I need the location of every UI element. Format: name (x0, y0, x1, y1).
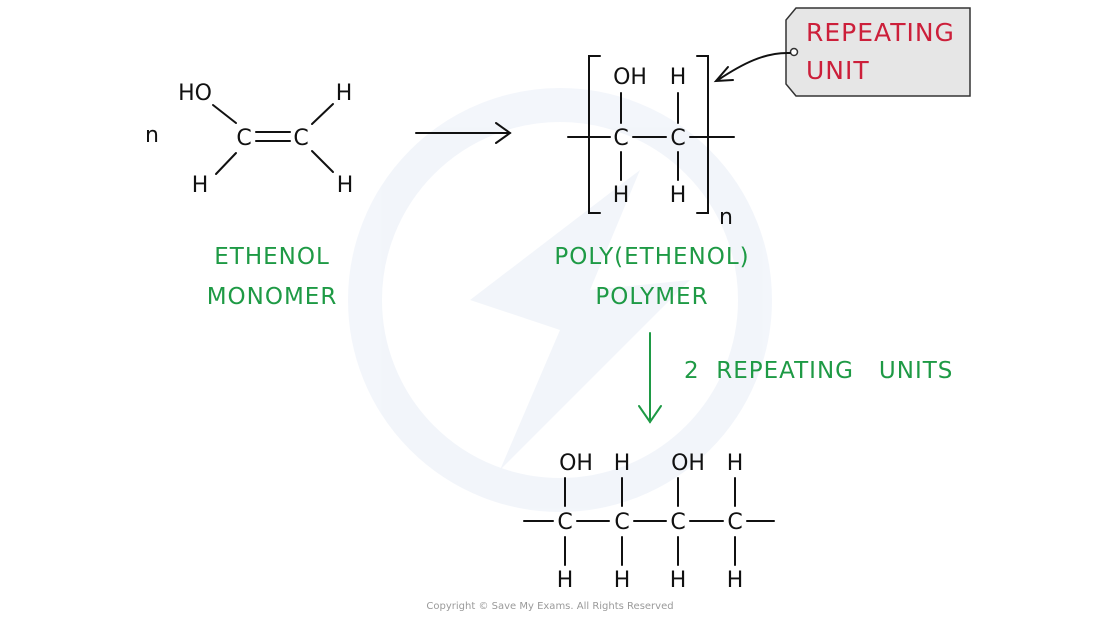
repeating-unit-callout: REPEATING UNIT (713, 7, 971, 97)
monomer-h-bottom-left: H (192, 173, 209, 198)
bond-c-oh (212, 104, 237, 124)
callout-tag-hole (789, 47, 799, 57)
polymer-subscript-n: n (719, 205, 733, 230)
watermark-logo (348, 88, 772, 512)
ethenol-monomer: n HO H C C H H ETHENOL MONOMER (145, 81, 353, 310)
chain-carbon-3: C (670, 510, 685, 535)
monomer-label-ethenol: ETHENOL (214, 244, 330, 270)
chain-carbon-4: C (727, 510, 742, 535)
callout-text-repeating: REPEATING (806, 18, 955, 47)
monomer-h-bottom-right: H (337, 173, 354, 198)
polymer-carbon-2: C (670, 126, 685, 151)
callout-pointer-line (717, 51, 791, 81)
callout-text-unit: UNIT (806, 56, 870, 85)
bond-c-h-bottom-right (311, 150, 334, 173)
chain-carbon-2: C (614, 510, 629, 535)
polymer-label-polymer: POLYMER (595, 284, 708, 310)
polymer-h-bottom-left: H (613, 183, 630, 208)
two-unit-chain: OH H OH H C C C C H H H H (523, 451, 775, 593)
callout-pointer-arrowhead (713, 66, 734, 83)
chain-top-1: OH (559, 451, 593, 476)
polymer-repeating-unit: n OH H C C H H POLY(ETHENOL) POLYMER (554, 55, 749, 310)
monomer-carbon-right: C (293, 126, 308, 151)
step-label: 2 REPEATING UNITS (684, 358, 953, 384)
bond-c-h-left (215, 152, 237, 175)
reaction-arrow (415, 122, 512, 144)
chain-top-2: H (614, 451, 631, 476)
monomer-oh-group: HO (178, 81, 212, 106)
callout-tag-shape (785, 7, 971, 97)
polymer-oh-group: OH (613, 65, 647, 90)
chain-bottom-1: H (557, 568, 574, 593)
chain-carbon-1: C (557, 510, 572, 535)
monomer-label-monomer: MONOMER (207, 284, 338, 310)
copyright-notice: Copyright © Save My Exams. All Rights Re… (426, 601, 673, 612)
chain-bottom-4: H (727, 568, 744, 593)
bracket-right (696, 55, 709, 214)
two-units-arrow: 2 REPEATING UNITS (638, 332, 953, 424)
monomer-h-top-right: H (336, 81, 353, 106)
chain-bottom-3: H (670, 568, 687, 593)
polymer-carbon-1: C (613, 126, 628, 151)
chain-bottom-2: H (614, 568, 631, 593)
polymer-label-polyethenol: POLY(ETHENOL) (554, 244, 749, 270)
monomer-coefficient: n (145, 123, 159, 148)
monomer-carbon-left: C (236, 126, 251, 151)
bracket-left (588, 55, 601, 214)
bond-c-h-top-right (311, 103, 334, 125)
chain-top-3: OH (671, 451, 705, 476)
green-arrow-head (638, 405, 662, 424)
chain-top-4: H (727, 451, 744, 476)
polymer-h-bottom-right: H (670, 183, 687, 208)
polymer-h-top: H (670, 65, 687, 90)
